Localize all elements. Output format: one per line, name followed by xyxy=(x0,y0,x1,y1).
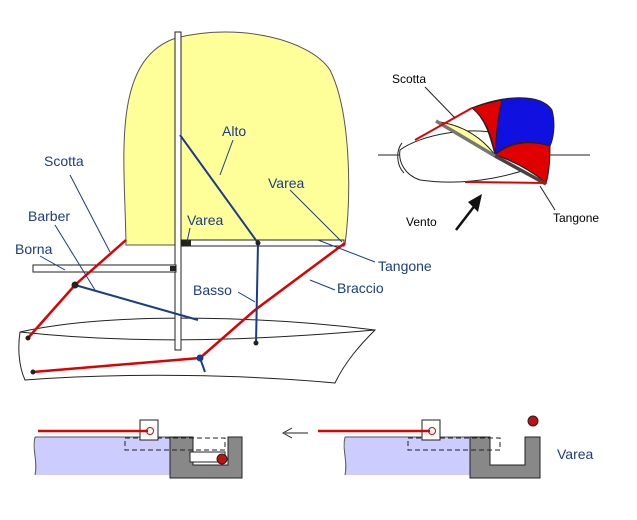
boom-gooseneck xyxy=(170,266,176,271)
right-detail-mast-left-edge xyxy=(343,436,347,476)
guy-block xyxy=(196,354,204,362)
label-varea-left: Varea xyxy=(187,212,224,228)
inset-pole xyxy=(494,154,547,186)
barber-line xyxy=(74,284,199,321)
inset-spinnaker-red-top xyxy=(470,99,503,156)
varea-left-leader xyxy=(186,227,191,243)
hull-outline xyxy=(18,317,377,384)
barber-leader xyxy=(54,224,96,291)
left-detail-pole-end xyxy=(124,437,226,451)
label-basso: Basso xyxy=(193,282,232,298)
downhaul-point xyxy=(253,340,259,346)
scotta-leader xyxy=(69,174,111,253)
wind-arrow-shaft xyxy=(455,203,477,231)
alto-leader xyxy=(219,139,234,176)
left-detail-fitting xyxy=(169,436,243,479)
inset-label-vento: Vento xyxy=(406,215,437,229)
borna-leader xyxy=(39,255,66,271)
left-detail-red-knob xyxy=(216,453,228,465)
tangone-leader xyxy=(317,239,376,263)
inset-label-tangone: Tangone xyxy=(553,211,599,225)
braccio-leader xyxy=(309,279,336,291)
detail-arrow-head xyxy=(281,427,293,439)
label-varea-right: Varea xyxy=(268,175,305,191)
inset-label-scotta: Scotta xyxy=(392,72,426,86)
inset-boom xyxy=(435,119,496,158)
hull-point xyxy=(30,369,36,375)
label-barber: Barber xyxy=(28,208,70,224)
right-detail-mast-body xyxy=(345,437,485,475)
mast xyxy=(174,31,182,351)
right-detail-pole-end xyxy=(407,437,501,451)
inset-scotta-leader xyxy=(424,86,456,119)
label-tangone: Tangone xyxy=(378,258,432,274)
pole-mast-fitting xyxy=(181,240,191,246)
left-detail-mast-left-edge xyxy=(33,436,37,476)
left-detail-mast-body xyxy=(35,437,185,475)
boom xyxy=(32,264,177,273)
basso-leader xyxy=(237,291,256,303)
barber-block xyxy=(71,281,79,289)
label-scotta: Scotta xyxy=(44,153,84,169)
inset-guy-line xyxy=(464,181,547,184)
right-detail-fitting xyxy=(469,436,541,479)
hull-red-line xyxy=(32,356,201,374)
inset-sheet-line xyxy=(414,107,473,141)
label-alto: Alto xyxy=(222,123,246,139)
hull-deck-line xyxy=(19,329,376,341)
inset-bow-cap xyxy=(397,142,405,174)
guy-line xyxy=(199,241,346,359)
label-braccio: Braccio xyxy=(337,280,384,296)
downhaul-line xyxy=(255,242,259,344)
varea-right-leader xyxy=(289,189,343,243)
sheet-block xyxy=(25,335,31,341)
wind-arrow-head xyxy=(468,194,482,212)
label-borna: Borna xyxy=(15,241,53,257)
inset-tangone-leader xyxy=(539,185,556,211)
detail-label-varea: Varea xyxy=(557,446,594,462)
pole-end-point xyxy=(255,240,261,246)
right-detail-red-knob xyxy=(527,415,539,427)
topping-lift-line xyxy=(179,134,259,244)
